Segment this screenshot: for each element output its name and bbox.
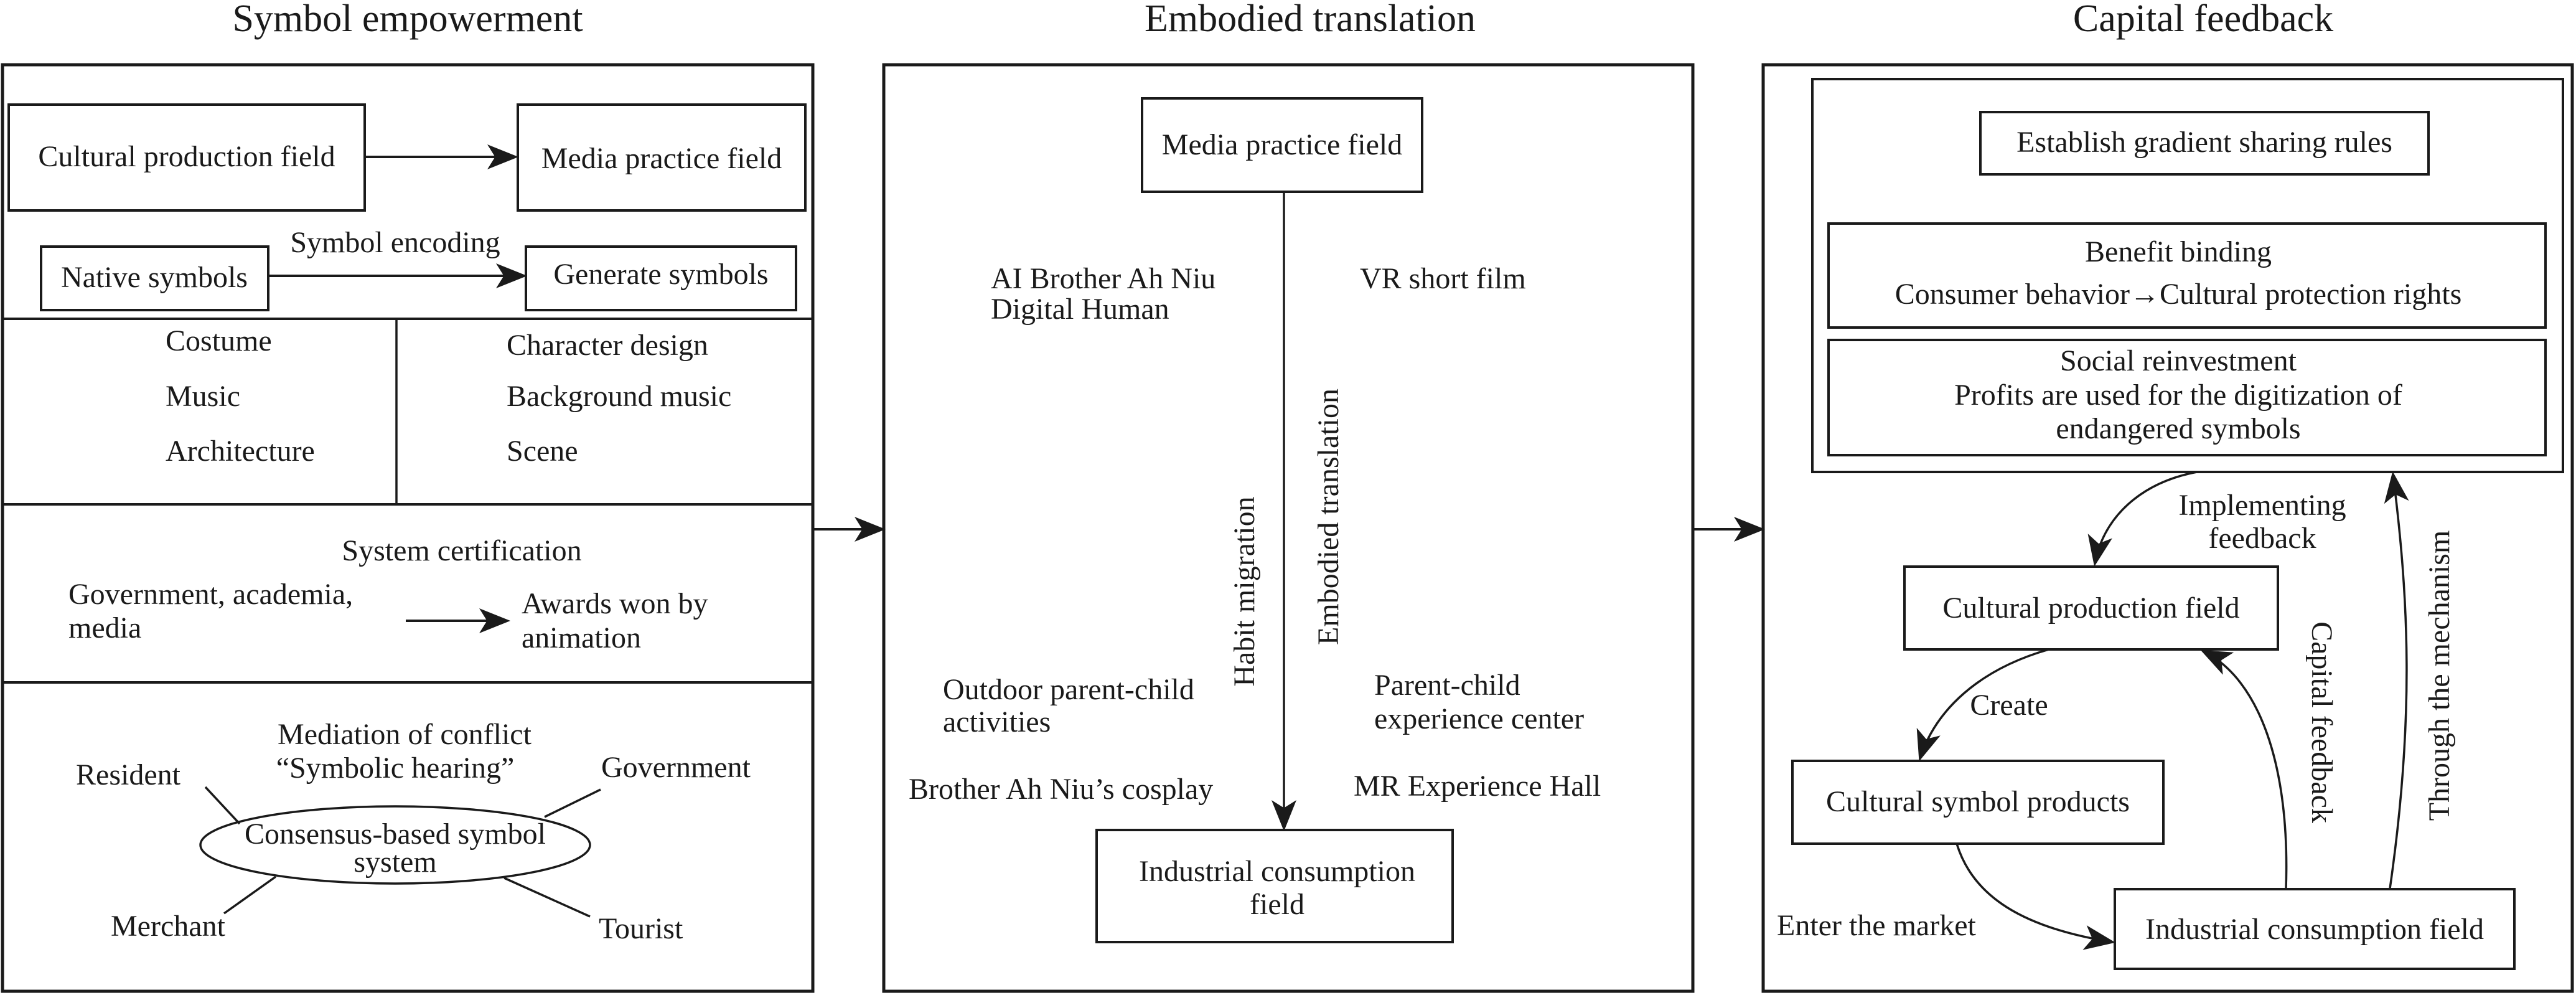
- stakeholder-label: Tourist: [599, 912, 683, 945]
- implementing-feedback-label: feedback: [2208, 522, 2316, 555]
- stakeholder-label: Government: [601, 751, 751, 784]
- industrial-consumption-field-box: [1095, 829, 1454, 943]
- tourist-connector: [503, 877, 591, 918]
- social-reinvestment-title: Social reinvestment: [2060, 344, 2297, 377]
- panel-frame: [882, 63, 1695, 993]
- generated-item: Background music: [507, 380, 731, 413]
- native-symbols-label: Native symbols: [61, 261, 248, 294]
- benefit-binding-box: [1827, 222, 2547, 329]
- native-item: Architecture: [166, 435, 315, 468]
- social-reinvestment-detail: endangered symbols: [2056, 412, 2300, 445]
- embodied-translation-label: Embodied translation: [1312, 389, 1345, 645]
- cultural-symbol-products-label: Cultural symbol products: [1826, 785, 2130, 818]
- create-label: Create: [1970, 689, 2048, 722]
- left-item-line: Digital Human: [991, 293, 1169, 326]
- panel-embodied-translation: Embodied translation Media practice fiel…: [882, 0, 1695, 993]
- panel-title: Symbol empowerment: [232, 0, 583, 40]
- media-practice-field-label: Media practice field: [541, 142, 782, 175]
- left-item-line: Brother Ah Niu’s cosplay: [909, 773, 1213, 806]
- system-certification-title: System certification: [342, 534, 581, 567]
- implementing-feedback-label: Implementing: [2178, 489, 2346, 522]
- right-item-line: experience center: [1374, 702, 1584, 735]
- consensus-center-line: system: [354, 846, 436, 879]
- panel-capital-feedback: Capital feedback Establish gradient shar…: [1761, 0, 2574, 993]
- benefit-binding-title: Benefit binding: [2085, 235, 2272, 268]
- enter-market-arrow: [1955, 843, 2115, 950]
- awards-line: animation: [522, 621, 641, 654]
- through-mechanism-arrow: [2384, 471, 2409, 889]
- native-symbols-box: [40, 245, 269, 311]
- native-item: Costume: [166, 324, 272, 357]
- cultural-production-field-label: Cultural production field: [38, 140, 335, 173]
- panel-title: Capital feedback: [2073, 0, 2333, 40]
- gradient-sharing-rules-label: Establish gradient sharing rules: [2016, 126, 2392, 159]
- panel-frame: [1761, 63, 2574, 993]
- right-item-line: Parent-child: [1374, 669, 1520, 702]
- right-item-line: VR short film: [1360, 262, 1526, 295]
- cultural-production-field-node: [1903, 565, 2279, 651]
- industrial-consumption-field-node: [2114, 888, 2516, 970]
- certifier-line: Government, academia,: [68, 578, 353, 611]
- stakeholder-label: Merchant: [111, 910, 226, 943]
- capital-feedback-arrow: [2200, 649, 2288, 889]
- panel-title: Embodied translation: [1145, 0, 1476, 40]
- symbol-encoding-label: Symbol encoding: [290, 226, 500, 259]
- capital-feedback-label: Capital feedback: [2305, 621, 2338, 823]
- merchant-connector: [223, 875, 277, 915]
- social-reinvestment-box: [1827, 339, 2547, 456]
- native-item: Music: [166, 380, 240, 413]
- left-item-line: activities: [943, 705, 1051, 738]
- right-item-line: MR Experience Hall: [1354, 770, 1601, 803]
- panel-symbol-empowerment: Symbol empowerment Cultural production f…: [1, 0, 815, 993]
- gradient-sharing-rules-box: [1979, 111, 2430, 176]
- create-arrow: [1916, 648, 2049, 762]
- enter-market-label: Enter the market: [1777, 909, 1977, 942]
- generate-symbols-label: Generate symbols: [553, 258, 768, 291]
- awards-line: Awards won by: [522, 587, 708, 620]
- mediation-line: Mediation of conflict: [278, 718, 532, 751]
- generated-item: Scene: [507, 435, 578, 468]
- habit-migration-label: Habit migration: [1228, 496, 1261, 686]
- government-connector: [544, 788, 601, 818]
- generate-symbols-box: [525, 245, 797, 311]
- certifier-line: media: [68, 611, 141, 644]
- industrial-consumption-field-label: Industrial consumption field: [2145, 913, 2484, 946]
- media-practice-field-box: [517, 103, 807, 212]
- social-reinvestment-detail: Profits are used for the digitization of: [1954, 379, 2402, 412]
- implementing-feedback-arrow: [2087, 471, 2198, 567]
- consensus-ellipse: [199, 805, 591, 885]
- mediation-line: “Symbolic hearing”: [276, 752, 515, 785]
- stakeholder-label: Resident: [76, 758, 181, 791]
- left-item-line: AI Brother Ah Niu: [991, 262, 1215, 295]
- resident-connector: [204, 786, 241, 825]
- consensus-center-line: Consensus-based symbol: [245, 818, 546, 851]
- media-practice-field-box: [1141, 97, 1423, 193]
- through-mechanism-label: Through the mechanism: [2423, 531, 2456, 821]
- cultural-production-field-box: [7, 103, 366, 212]
- cultural-production-field-label: Cultural production field: [1942, 592, 2239, 625]
- left-item-line: Outdoor parent-child: [943, 673, 1194, 706]
- industrial-consumption-label: field: [1250, 888, 1304, 921]
- media-practice-field-label: Media practice field: [1162, 128, 1402, 161]
- generated-item: Character design: [507, 329, 708, 362]
- benefit-binding-detail: Consumer behavior→Cultural protection ri…: [1895, 278, 2462, 311]
- cultural-symbol-products-node: [1791, 760, 2165, 845]
- industrial-consumption-label: Industrial consumption: [1139, 855, 1415, 888]
